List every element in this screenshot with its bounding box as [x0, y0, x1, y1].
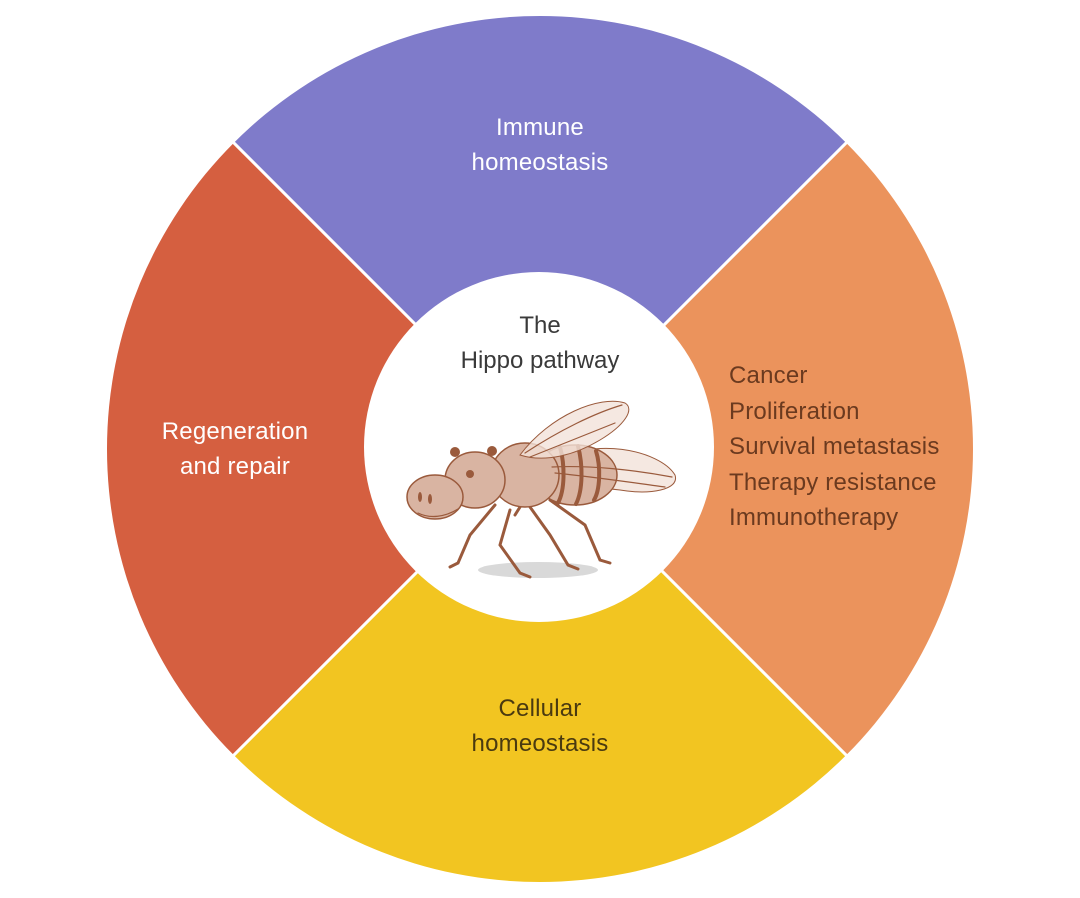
segment-label-immune-homeostasis: Immune homeostasis [390, 110, 690, 180]
segment-cancer [646, 142, 973, 756]
segment-divider [645, 554, 849, 758]
segment-label-cancer: Cancer Proliferation Survival metastasis… [729, 358, 969, 536]
mouth [417, 508, 459, 518]
cancer-item: Survival metastasis [729, 433, 940, 460]
eye [466, 470, 474, 478]
center-title-line: The [519, 312, 561, 339]
cancer-item: Immunotherapy [729, 504, 899, 531]
label-line: homeostasis [471, 149, 609, 176]
snout-shape [406, 474, 464, 520]
segment-regeneration [107, 142, 434, 756]
segment-immune [233, 16, 847, 343]
center-title-line: Hippo pathway [460, 347, 620, 374]
cancer-item: Therapy resistance [729, 468, 937, 496]
segment-label-regeneration-and-repair: Regeneration and repair [120, 414, 350, 484]
label-line: homeostasis [471, 730, 609, 757]
label-line: and repair [179, 453, 291, 480]
segment-divider [231, 554, 435, 758]
nostril-left [418, 492, 422, 502]
label-line: Regeneration [161, 418, 309, 445]
center-title: The Hippo pathway [400, 308, 680, 378]
legs-shape [448, 498, 612, 579]
label-line: Immune [496, 114, 584, 141]
ear-right [487, 446, 497, 456]
segment-divider [231, 140, 435, 344]
shadow-shape [478, 562, 598, 578]
ear-left [450, 447, 460, 457]
wing-front-shape [519, 400, 630, 459]
hippo-fly-icon [406, 400, 676, 579]
nostril-right [428, 494, 432, 504]
cancer-heading: Cancer [729, 362, 808, 389]
wing-veins [524, 404, 673, 488]
segment-label-cellular-homeostasis: Cellular homeostasis [390, 691, 690, 761]
segment-divider [645, 140, 849, 344]
segment-cellular [233, 555, 847, 882]
cancer-item: Proliferation [729, 397, 860, 425]
label-line: Cellular [498, 695, 582, 722]
